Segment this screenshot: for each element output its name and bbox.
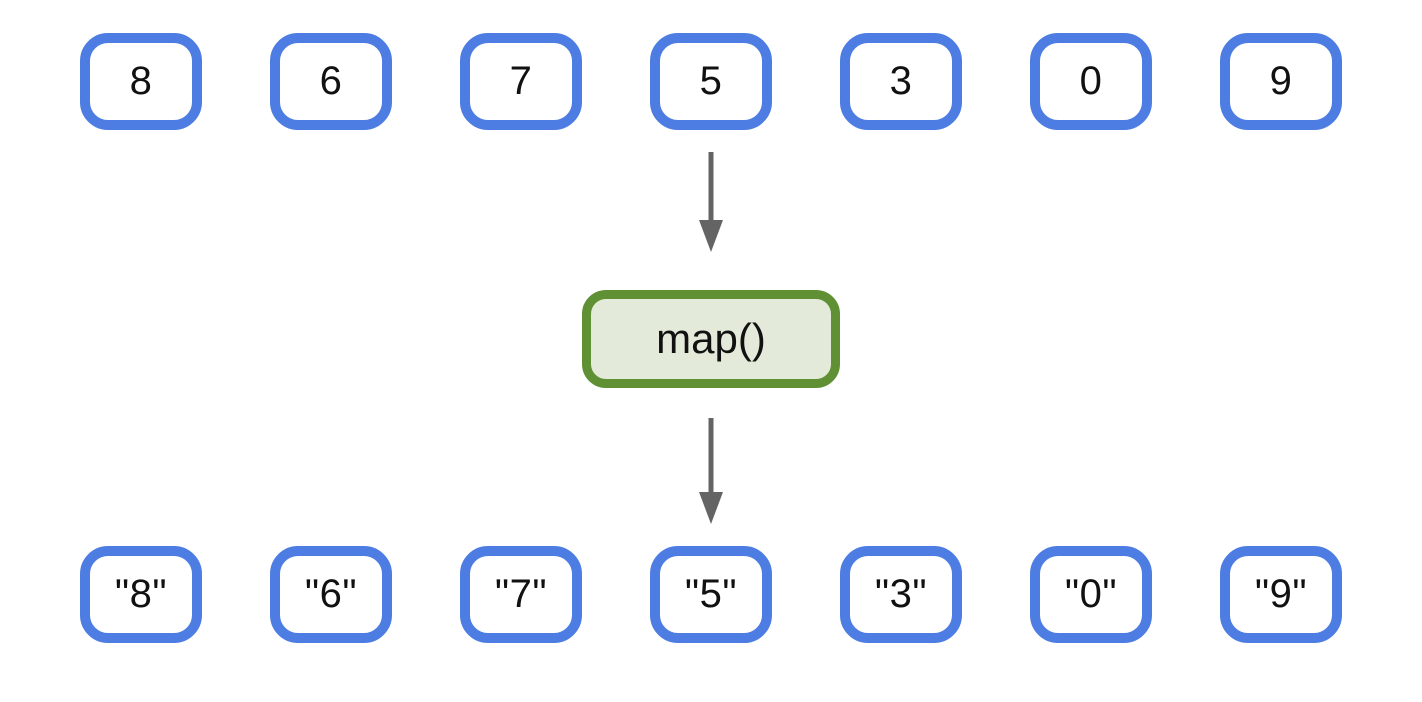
map-function-box: map() <box>582 290 840 388</box>
map-function-label: map() <box>656 315 766 362</box>
output-row: "8" "6" "7" "5" "3" "0" "9" <box>80 546 1342 643</box>
input-box: 6 <box>270 33 392 130</box>
output-box: "8" <box>80 546 202 643</box>
down-arrow-icon <box>699 418 723 524</box>
input-box: 7 <box>460 33 582 130</box>
input-box: 9 <box>1220 33 1342 130</box>
output-box: "5" <box>650 546 772 643</box>
output-box: "3" <box>840 546 962 643</box>
input-box: 3 <box>840 33 962 130</box>
output-box: "6" <box>270 546 392 643</box>
input-row: 8 6 7 5 3 0 9 <box>80 33 1342 130</box>
input-box: 8 <box>80 33 202 130</box>
output-box: "9" <box>1220 546 1342 643</box>
output-box: "7" <box>460 546 582 643</box>
down-arrow-icon <box>699 152 723 252</box>
input-box: 5 <box>650 33 772 130</box>
output-box: "0" <box>1030 546 1152 643</box>
input-box: 0 <box>1030 33 1152 130</box>
